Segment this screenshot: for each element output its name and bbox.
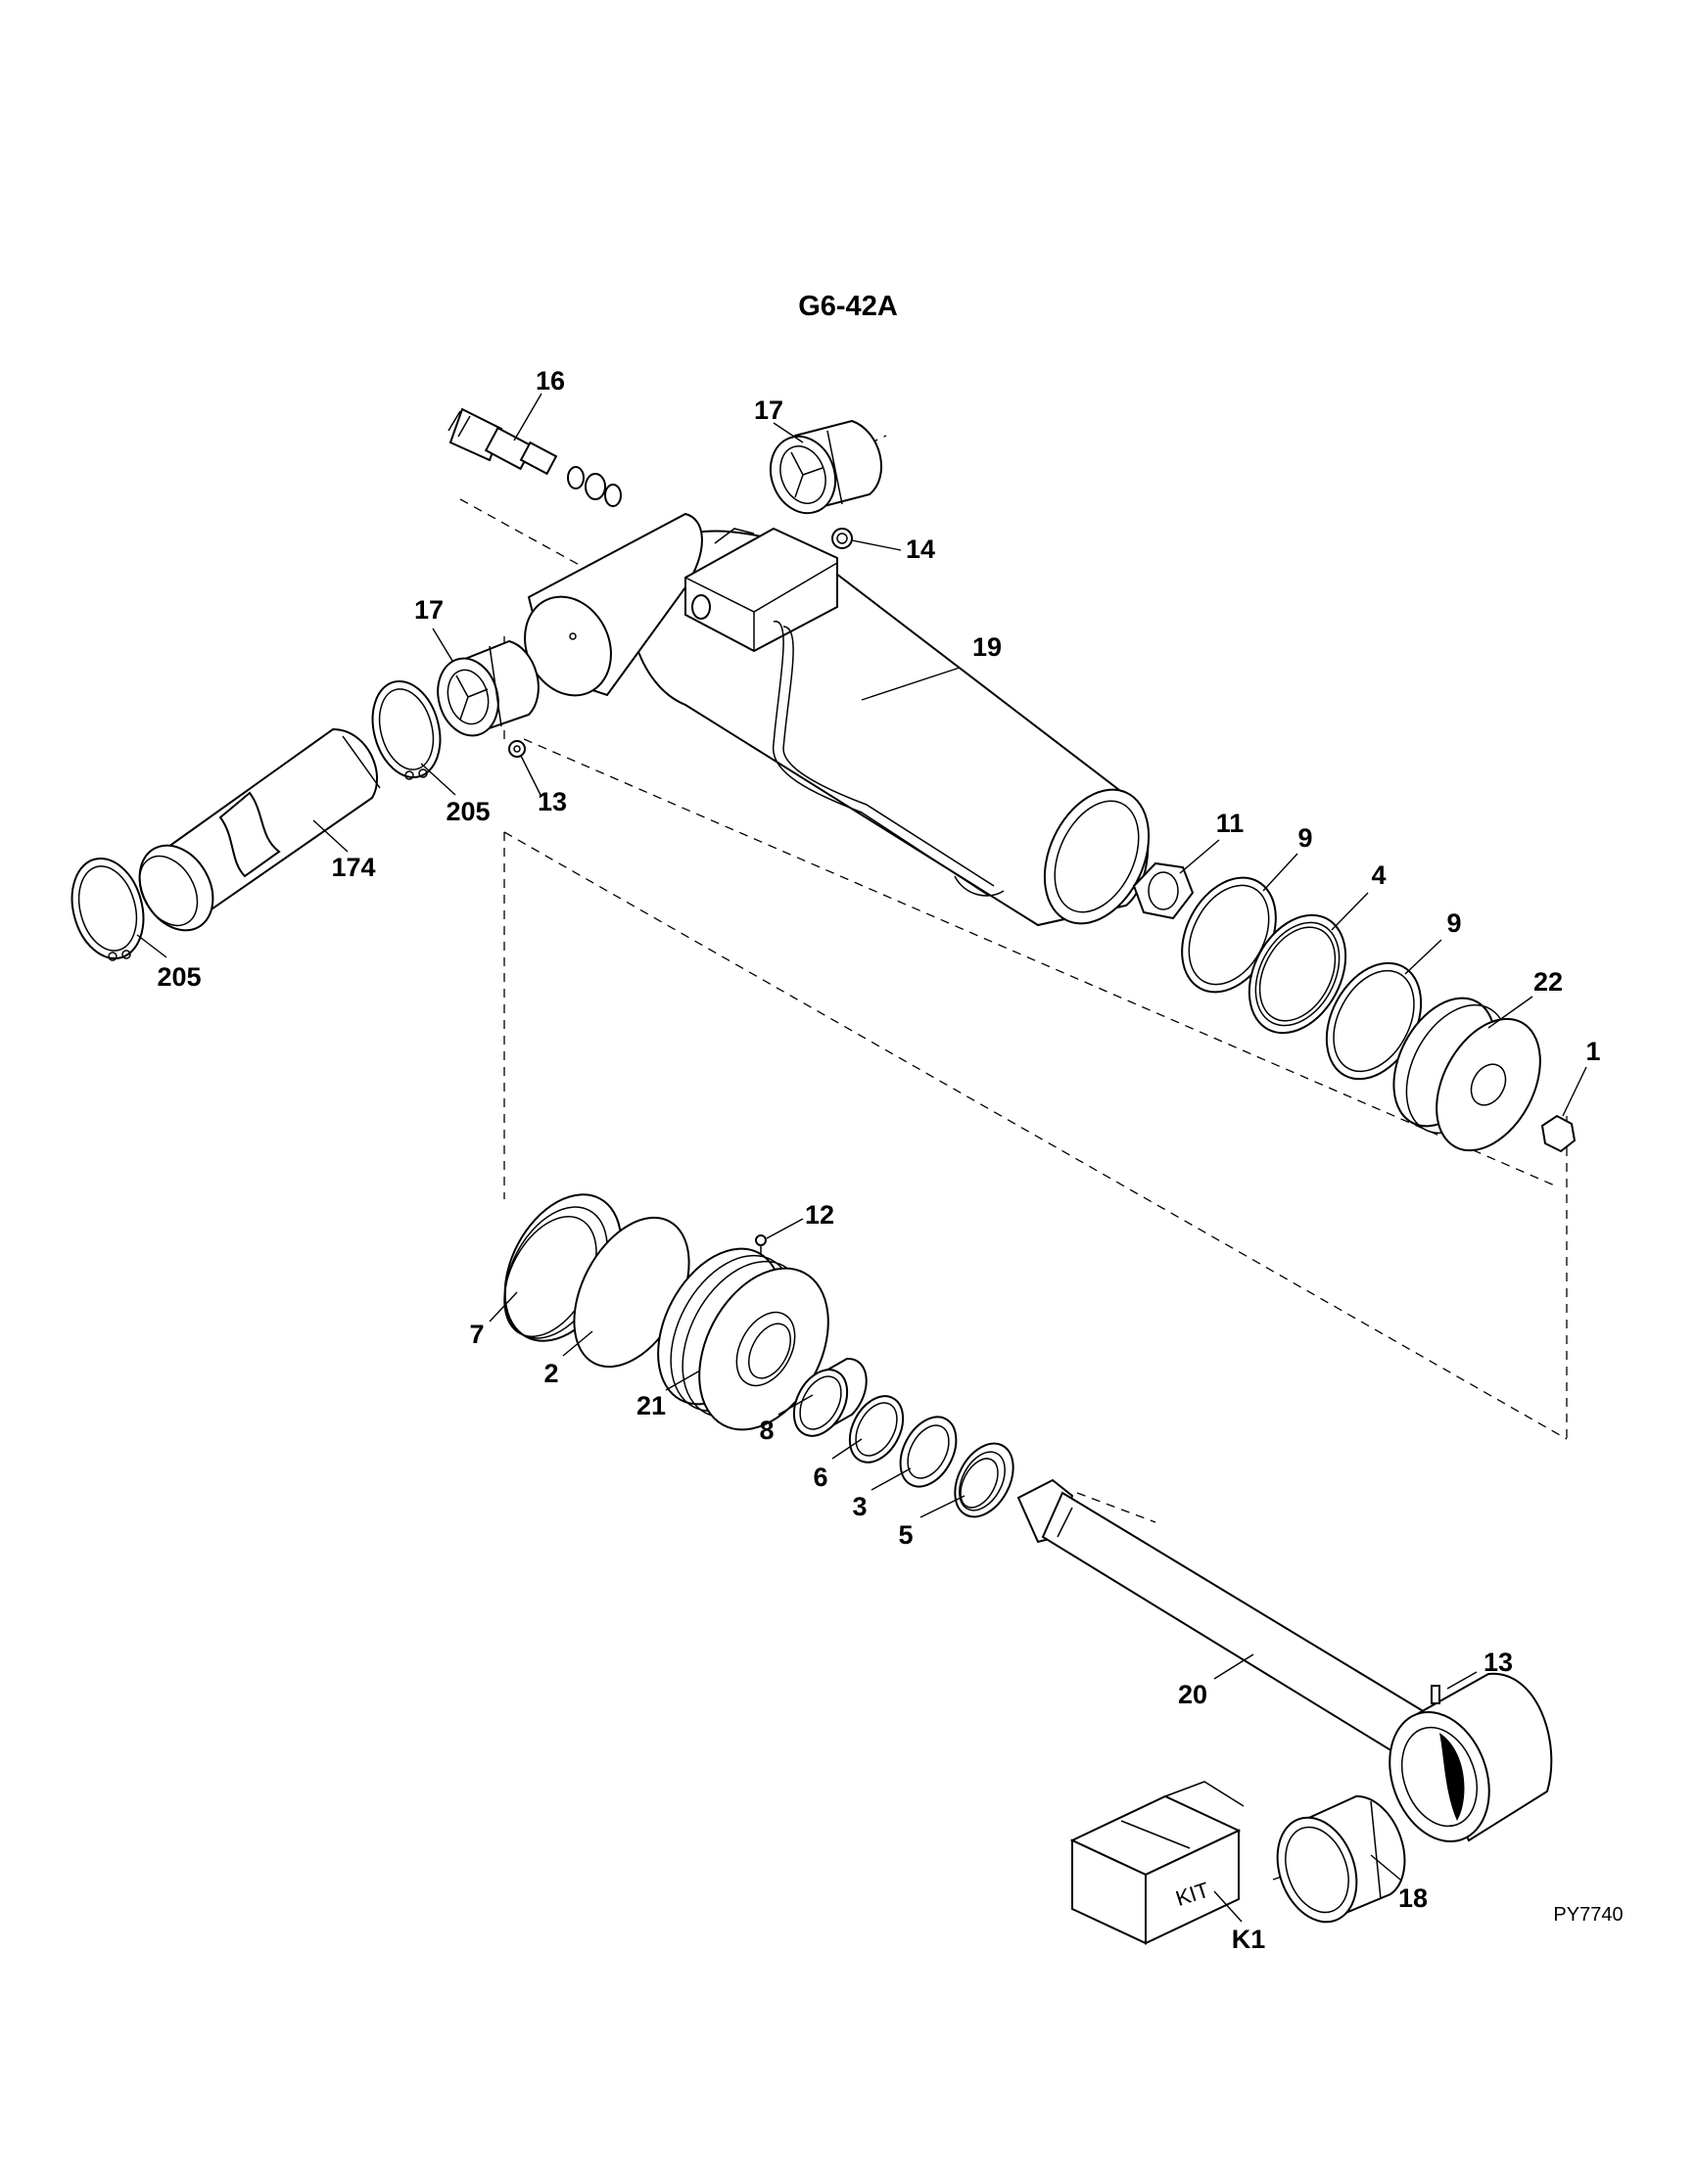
bushing-rod-end [1276,1794,1406,1924]
drawing-code: PY7740 [1553,1904,1623,1926]
callouts: 16 17 14 19 17 205 13 174 205 11 9 4 9 2… [157,366,1600,1954]
callout-14: 14 [906,534,935,564]
back-up-ring [848,1395,905,1464]
callout-16: 16 [536,366,565,395]
piston [1392,997,1541,1152]
callout-1: 1 [1585,1037,1600,1066]
callout-6: 6 [813,1463,827,1492]
bushing-left [437,639,540,737]
leader-lines [136,393,1587,1923]
callout-2: 2 [543,1359,558,1388]
callout-13-rod: 13 [1483,1648,1513,1677]
callout-205-upper: 205 [446,797,490,826]
callout-20: 20 [1178,1680,1207,1709]
callout-17-left: 17 [414,595,444,625]
callout-7: 7 [469,1320,484,1349]
piston-rod [1016,1478,1436,1764]
snap-ring-upper [371,679,442,780]
callout-21: 21 [636,1391,666,1420]
callout-4: 4 [1371,860,1386,890]
callout-17-top: 17 [754,395,783,425]
rod-wiper [954,1442,1014,1518]
fitting-14 [831,528,853,549]
callout-9-lower: 9 [1446,908,1461,938]
cylinder-barrel [524,512,1151,927]
callout-3: 3 [852,1492,867,1521]
piston-seal [1248,913,1347,1035]
bearing-8 [792,1357,868,1437]
snap-ring-lower [71,857,145,961]
gland [657,1247,829,1431]
grease-fitting-left [508,740,526,758]
callout-8: 8 [759,1416,774,1445]
callout-174: 174 [331,853,375,882]
diagram-title: G6-42A [798,291,898,322]
lock-nut [1132,861,1195,920]
o-ring-1 [1540,1114,1577,1153]
rod-eye [1389,1672,1553,1842]
kit-box: KIT [1069,1781,1245,1945]
relief-valve-cartridge [447,407,622,507]
callout-12: 12 [805,1200,834,1230]
callout-22: 22 [1533,967,1563,997]
callout-19: 19 [972,632,1002,662]
callout-18: 18 [1398,1883,1428,1913]
callout-5: 5 [898,1520,913,1550]
callout-13-left: 13 [538,787,567,816]
wear-ring-lower [1325,961,1423,1081]
bushing-top [769,419,883,515]
callout-205-lower: 205 [157,962,201,992]
callout-K1: K1 [1232,1925,1266,1954]
callout-11: 11 [1216,809,1245,838]
rod-seal [899,1416,958,1488]
pin-174 [138,727,381,932]
callout-9-upper: 9 [1297,823,1312,853]
